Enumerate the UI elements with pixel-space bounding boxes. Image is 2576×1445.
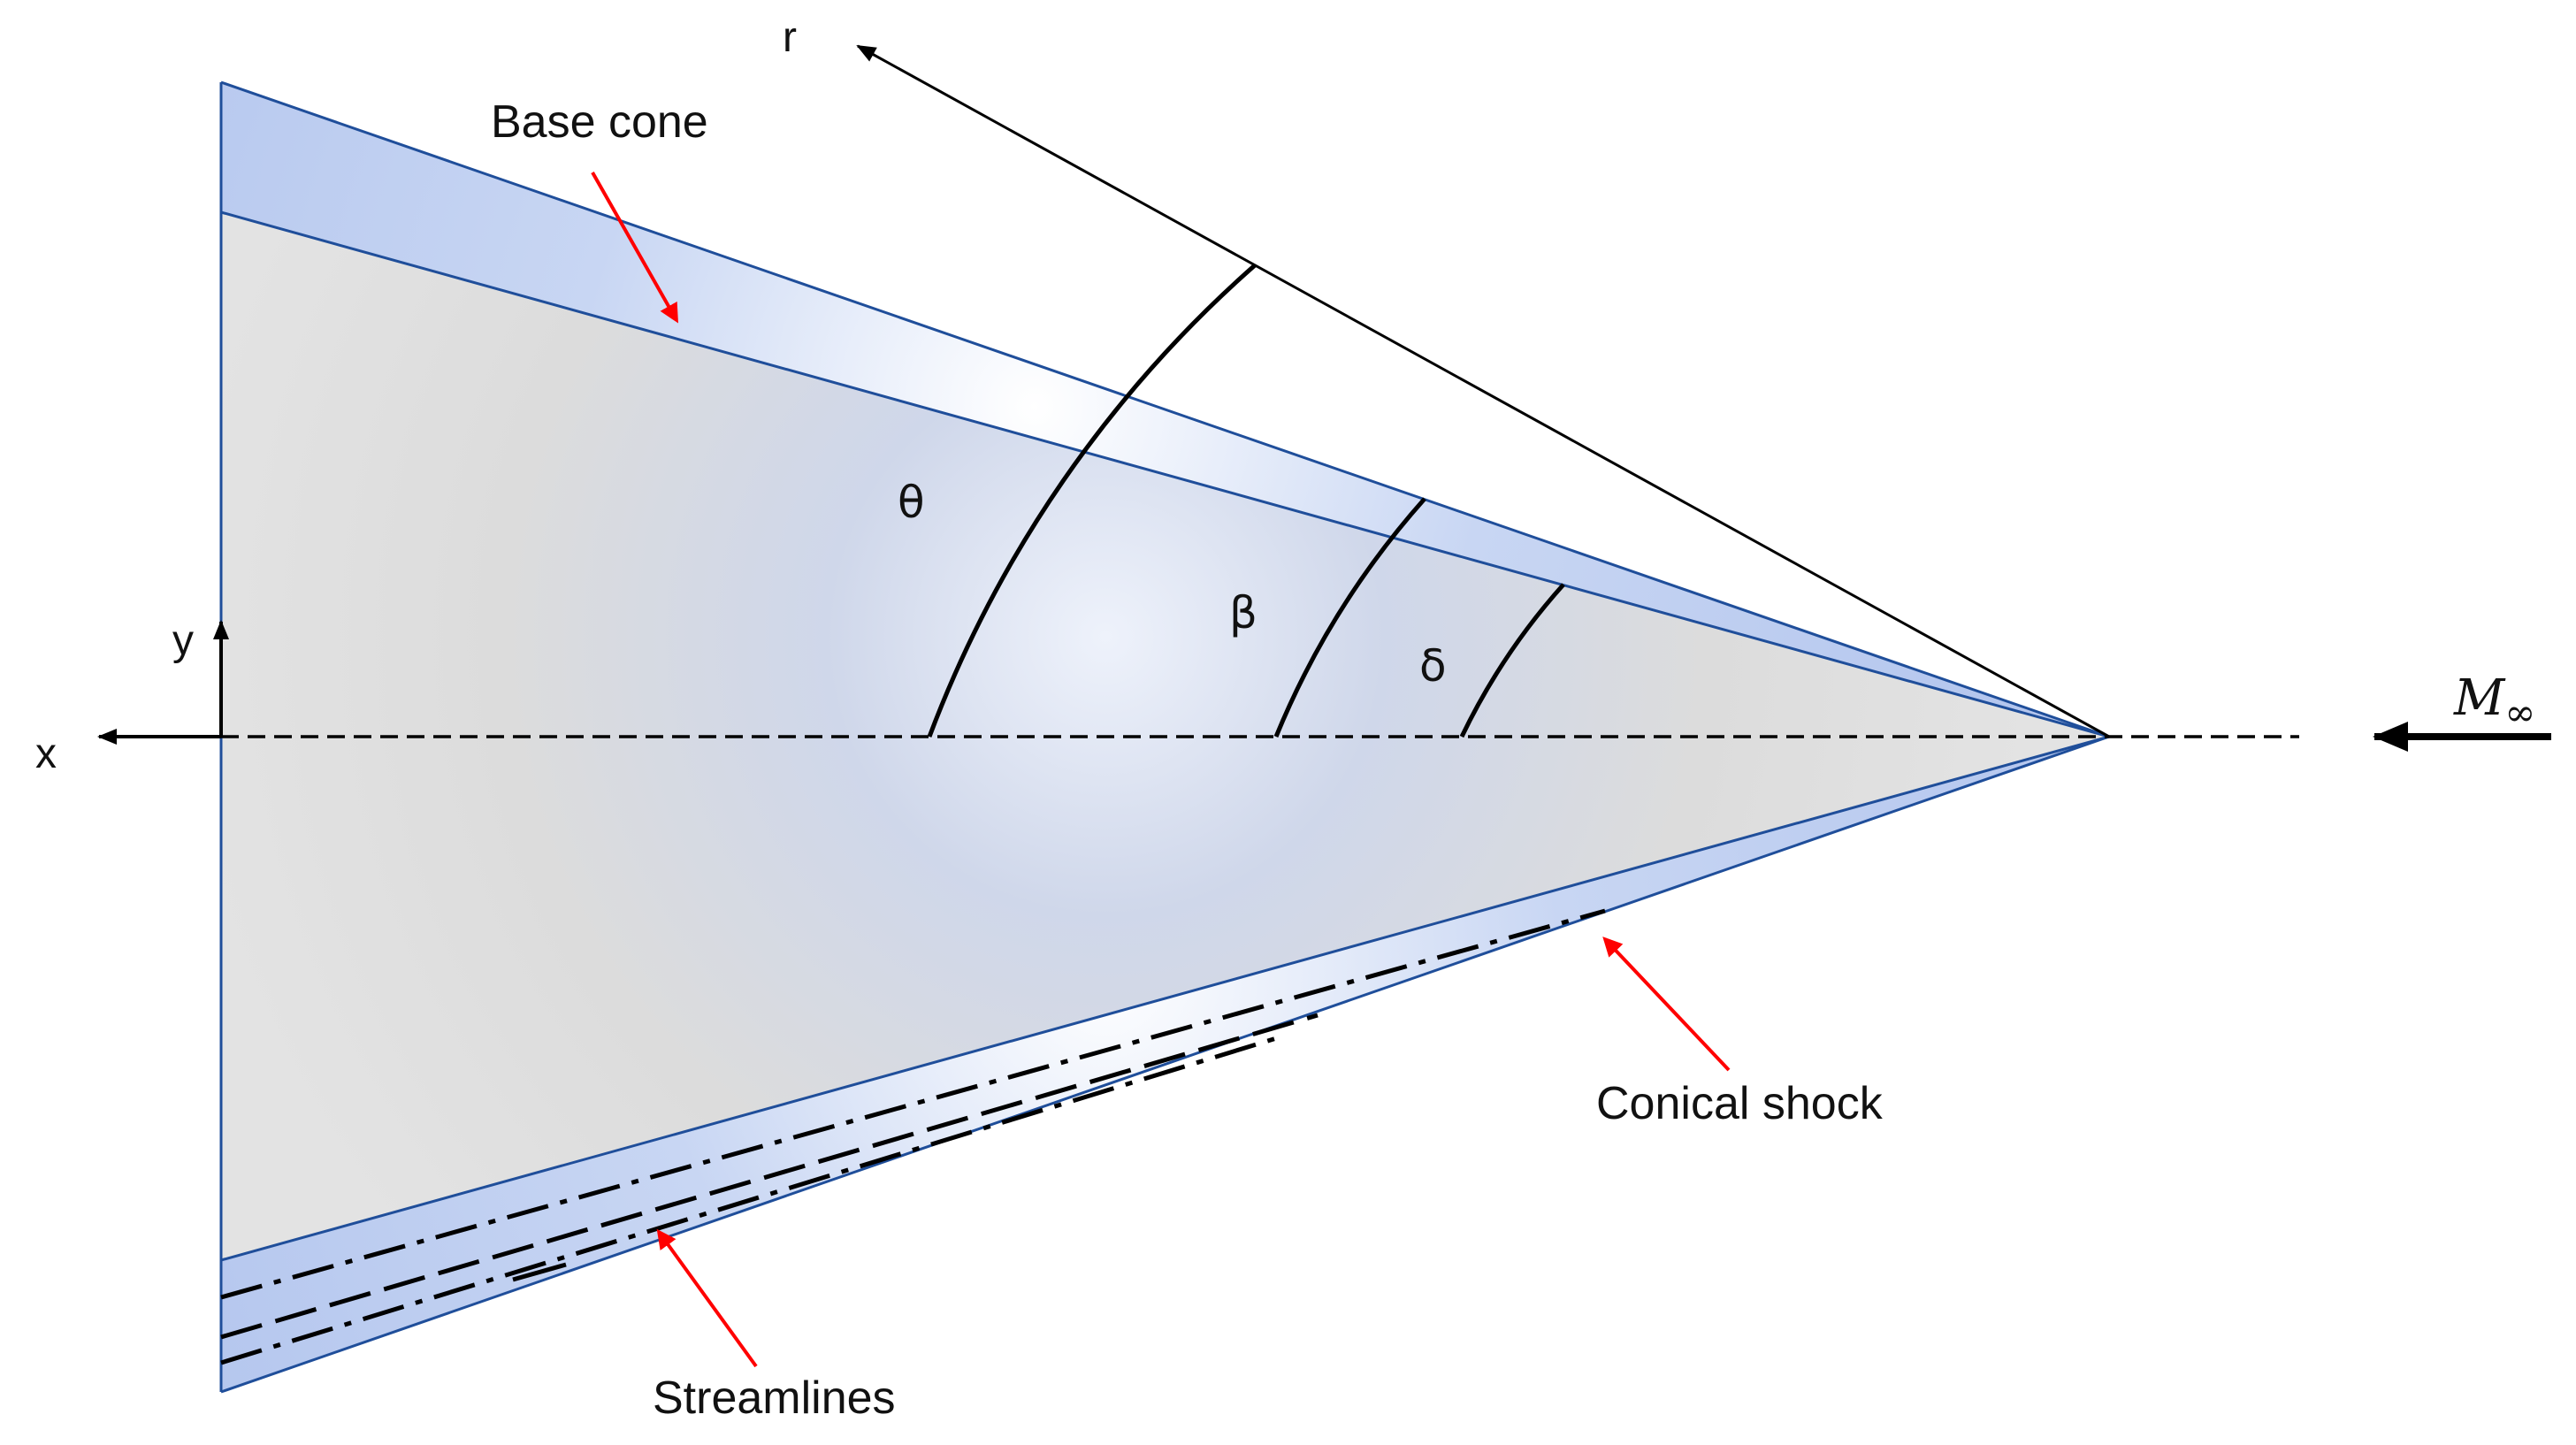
base-cone-outline: [220, 210, 2110, 1262]
beta-label: β: [1229, 587, 1257, 638]
mach-subscript: ∞: [2504, 691, 2535, 734]
theta-label: θ: [898, 477, 925, 528]
streamlines-pointer: [656, 1228, 758, 1368]
conical-shock-label: Conical shock: [1596, 1078, 1884, 1129]
delta-label: δ: [1419, 640, 1447, 692]
r-axis-ray: [856, 44, 2110, 738]
streamline-1: [220, 908, 1606, 1300]
streamline-4: [512, 1262, 567, 1282]
mach-label: M∞: [2453, 669, 2535, 734]
x-axis-label: x: [35, 730, 57, 777]
streamlines: [220, 908, 1606, 1365]
angle-arcs: [927, 264, 1565, 738]
r-axis-label: r: [783, 14, 797, 61]
delta-arc: [1459, 583, 1565, 738]
base-cone-pointer: [591, 172, 678, 324]
base-cone-label: Base cone: [491, 96, 708, 148]
beta-arc: [1273, 497, 1426, 738]
y-axis-label: y: [172, 617, 194, 664]
conical-shock-pointer: [1602, 937, 1731, 1072]
mach-symbol: M: [2453, 669, 2506, 727]
streamline-2: [220, 1013, 1319, 1340]
streamlines-label: Streamlines: [653, 1372, 896, 1424]
theta-arc: [927, 264, 1257, 738]
streamline-3: [220, 1034, 1283, 1365]
